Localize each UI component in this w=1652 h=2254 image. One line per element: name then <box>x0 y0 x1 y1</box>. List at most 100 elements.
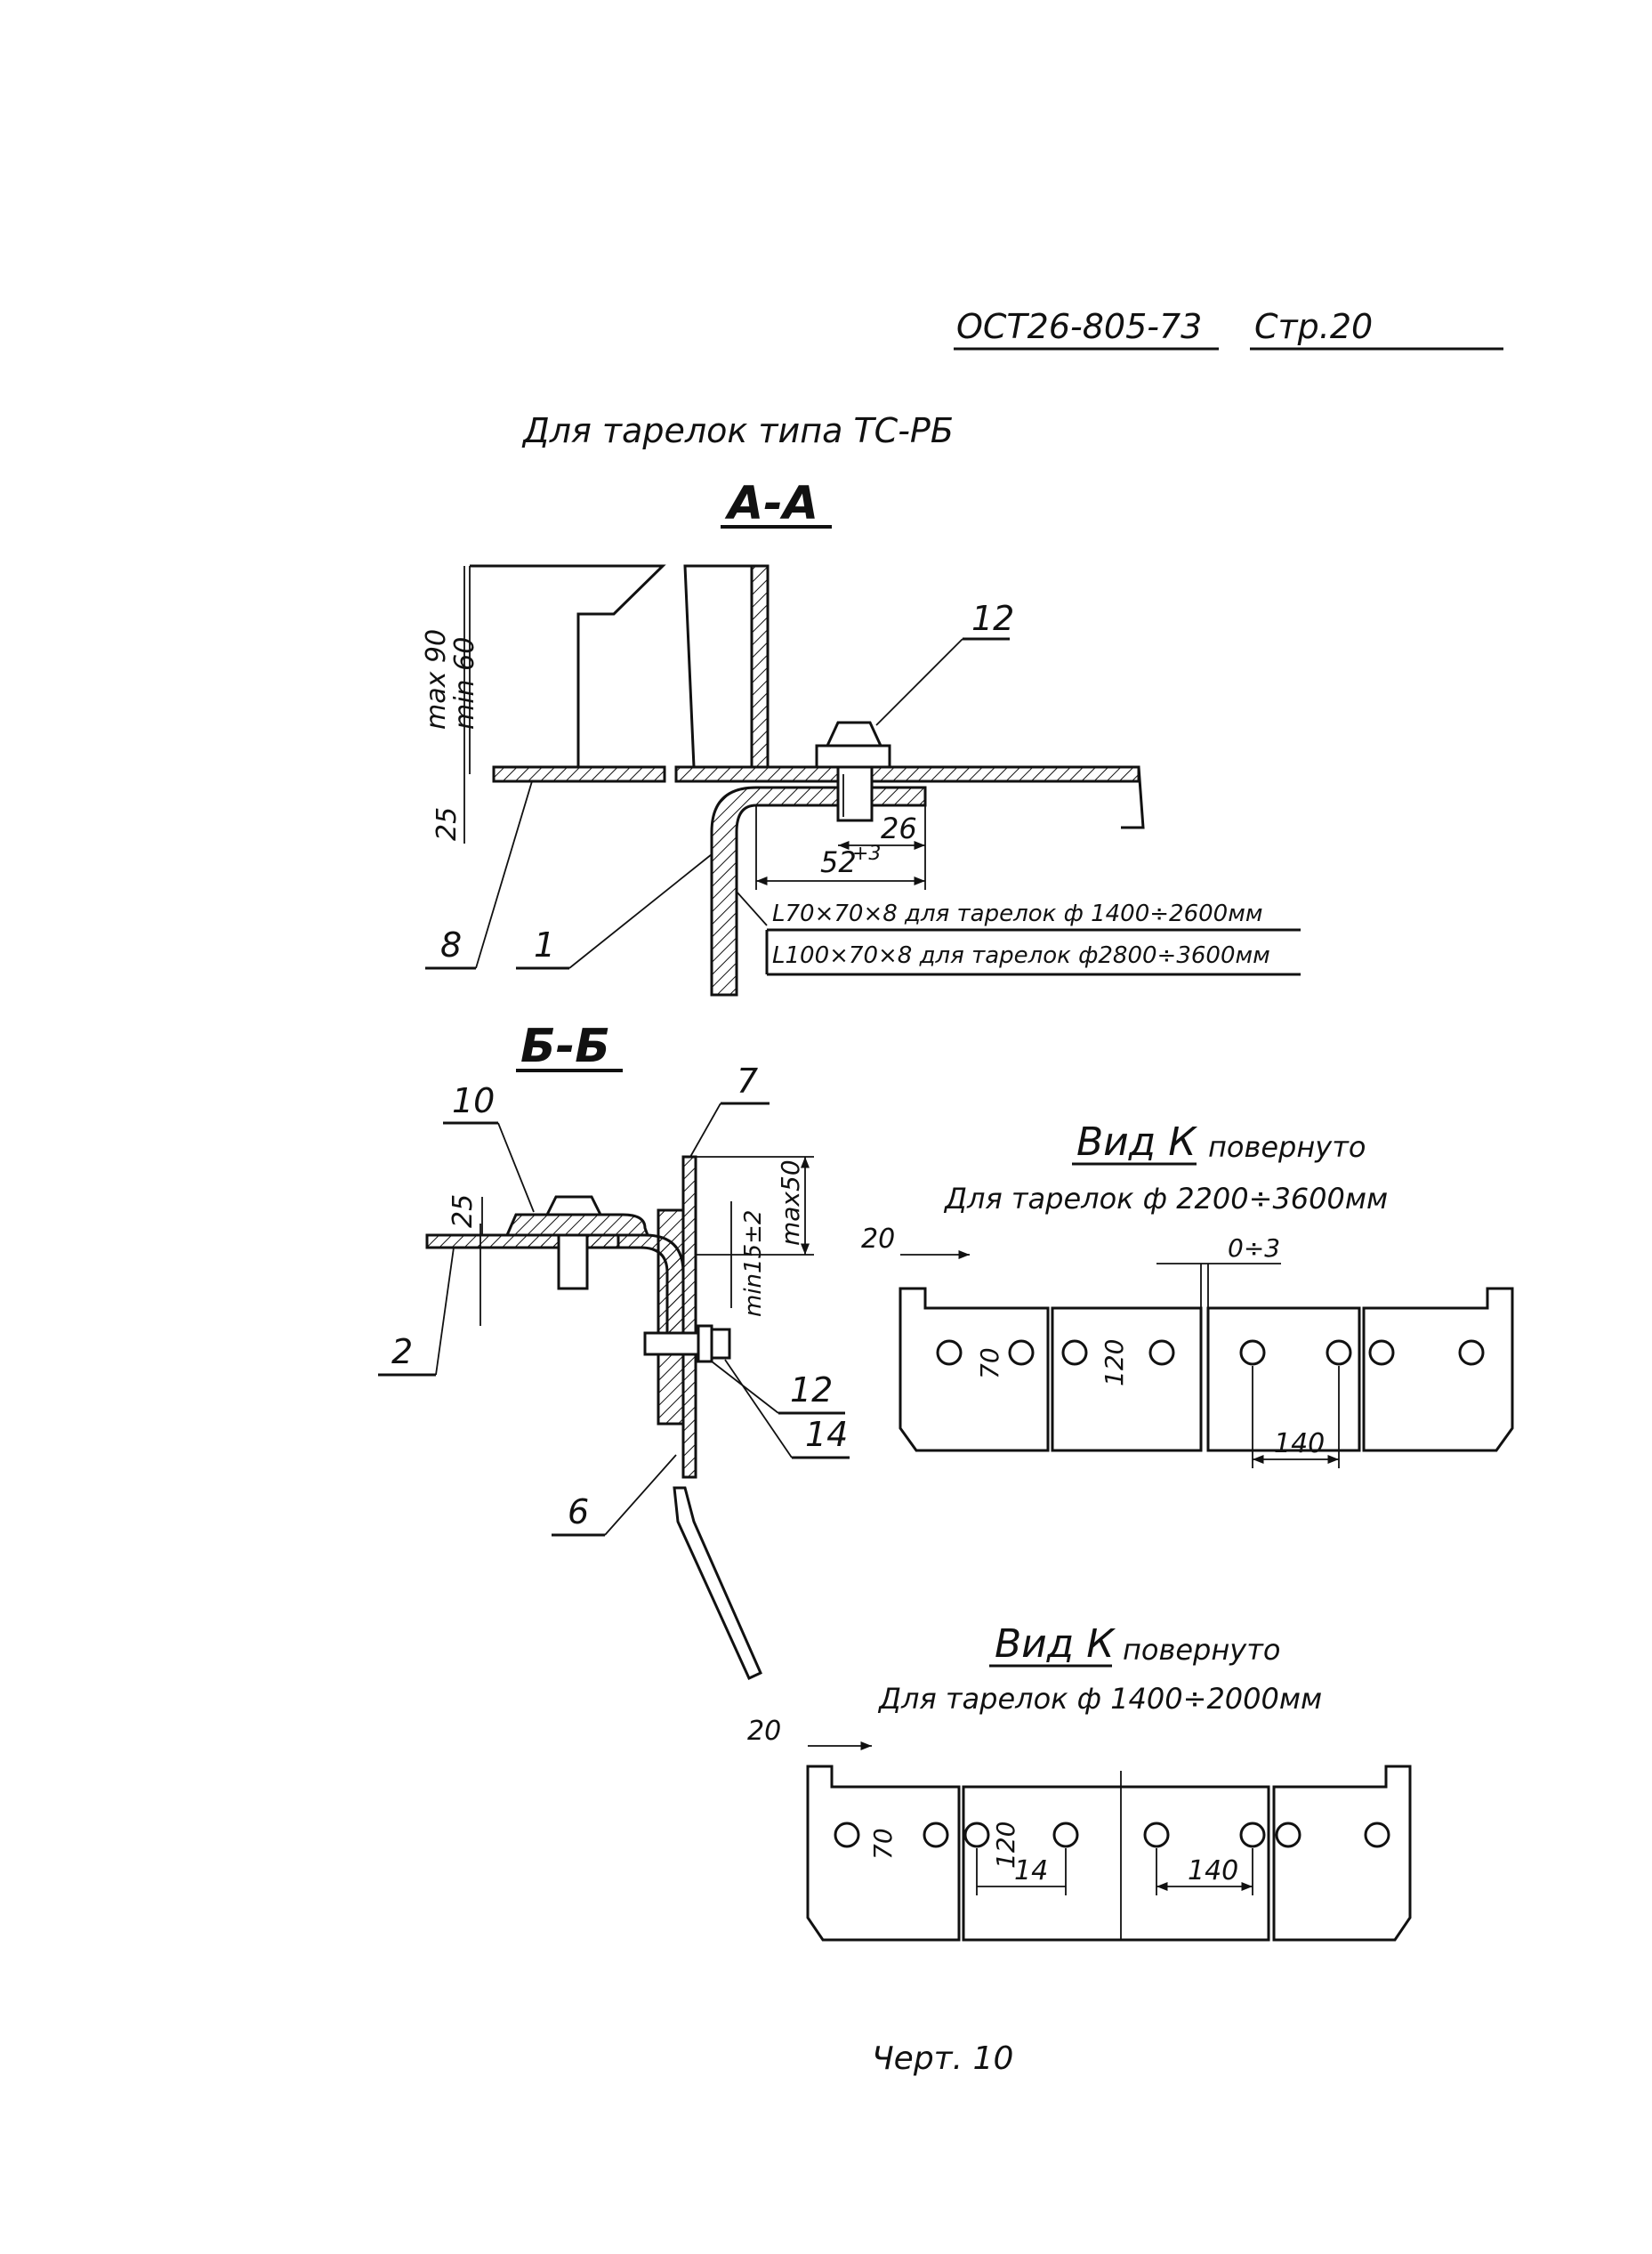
view-k-small-note: Для тарелок ф 1400÷2000мм <box>877 1682 1322 1716</box>
callout-14: 14 <box>805 1415 848 1454</box>
hole-s6 <box>1239 1822 1266 1848</box>
hole-s4 <box>1052 1822 1079 1848</box>
angle-part-1 <box>710 786 927 997</box>
bolt-washer <box>815 744 891 769</box>
callout-2: 2 <box>391 1332 413 1371</box>
view-k-large: Вид К повернуто Для тарелок ф 2200÷3600м… <box>861 1119 1514 1468</box>
dim-26: 26 <box>881 812 917 845</box>
dim-min-60: min 60 <box>449 637 480 730</box>
segment-small-3 <box>1272 1765 1412 1942</box>
plate-part-6 <box>657 1208 685 1426</box>
hole-s7 <box>1275 1822 1301 1848</box>
callout-2-leader <box>435 1247 455 1376</box>
dim-140-small: 140 <box>1188 1855 1238 1886</box>
section-aa-title: А-А <box>724 477 818 530</box>
dim-52-tolerance: +3 <box>852 843 881 865</box>
cap-wall <box>750 564 770 769</box>
view-k-large-note: Для тарелок ф 2200÷3600мм <box>943 1182 1388 1216</box>
dim-25-bb: 25 <box>447 1194 479 1228</box>
dim-52: 52 <box>820 845 857 879</box>
dim-70-small: 70 <box>868 1828 898 1860</box>
dim-25: 25 <box>431 807 463 841</box>
hole-2 <box>1008 1339 1035 1366</box>
callout-6-leader <box>604 1454 677 1536</box>
cap-outline-left <box>470 564 666 767</box>
callout-6: 6 <box>568 1492 589 1531</box>
angle-note-2: L100×70×8 для тарелок ф2800÷3600мм <box>772 942 1270 969</box>
plate-edge <box>1121 766 1145 829</box>
hole-7 <box>1368 1339 1395 1366</box>
hole-s1 <box>834 1822 860 1848</box>
figure-caption: Черт. 10 <box>872 2040 1013 2077</box>
callout-12-bb: 12 <box>790 1370 833 1410</box>
hole-3 <box>1061 1339 1088 1366</box>
segment-small-1 <box>806 1765 961 1942</box>
cap-outline-right <box>683 564 765 768</box>
section-bb-title: Б-Б <box>520 1020 610 1073</box>
segment-small-2 <box>962 1785 1270 1942</box>
dim-120-small: 120 <box>991 1822 1020 1869</box>
angle-note-1: L70×70×8 для тарелок ф 1400÷2600мм <box>772 901 1262 927</box>
title-block: ОСТ26-805-73 Стр.20 <box>954 307 1503 351</box>
bolt-head-bb <box>544 1195 603 1216</box>
hole-4 <box>1148 1339 1175 1366</box>
note-leader <box>736 891 768 926</box>
washer-part-14 <box>710 1328 731 1360</box>
dim-max50: max50 <box>776 1159 805 1246</box>
bolt-head <box>825 721 883 747</box>
callout-1-leader <box>568 853 713 969</box>
dim-20-large: 20 <box>861 1224 895 1255</box>
callout-12-leader <box>875 638 963 726</box>
hole-s8 <box>1364 1822 1390 1848</box>
section-bb: Б-Б 25 max50 min15±2 10 7 <box>378 1020 850 1680</box>
dim-gap: 0÷3 <box>1228 1233 1280 1263</box>
slot-holes-large <box>936 1339 1485 1366</box>
callout-7: 7 <box>737 1062 758 1101</box>
view-k-small-title: Вид К <box>995 1621 1116 1667</box>
hole-1 <box>936 1339 963 1366</box>
nut-part-12 <box>697 1324 713 1363</box>
view-k-large-title: Вид К <box>1076 1119 1197 1165</box>
callout-12-bb-leader <box>711 1361 779 1414</box>
bolt-shank-bb <box>557 1233 589 1290</box>
hole-s2 <box>923 1822 949 1848</box>
dim-140-large: 140 <box>1274 1428 1325 1459</box>
clamp-part-10 <box>504 1213 650 1237</box>
callout-1: 1 <box>534 925 555 965</box>
document-code: ОСТ26-805-73 <box>956 307 1202 346</box>
view-k-small-rotated: повернуто <box>1123 1633 1280 1667</box>
dim-120-large: 120 <box>1100 1339 1129 1386</box>
dim-min15: min15±2 <box>740 1210 767 1317</box>
callout-8: 8 <box>440 925 462 965</box>
segment-1 <box>899 1287 1050 1452</box>
tray-plate-part-8 <box>492 765 666 783</box>
callout-12: 12 <box>971 599 1014 638</box>
callout-14-leader <box>724 1359 793 1458</box>
hole-5 <box>1239 1339 1266 1366</box>
bolt-shank-horizontal <box>643 1331 700 1356</box>
drawing-subtitle: Для тарелок типа ТС-РБ <box>521 411 954 450</box>
hole-6 <box>1326 1339 1352 1366</box>
plate-part-7 <box>681 1155 697 1479</box>
lower-baffle <box>673 1486 762 1680</box>
segment-4 <box>1362 1287 1514 1452</box>
section-aa: А-А max 90 min 60 25 26 52 +3 <box>421 477 1301 997</box>
segment-3 <box>1206 1306 1361 1452</box>
callout-7-leader <box>689 1103 721 1158</box>
slot-holes-small <box>834 1822 1390 1848</box>
dim-70-large: 70 <box>975 1347 1004 1379</box>
callout-10-leader <box>497 1122 535 1213</box>
hole-8 <box>1458 1339 1485 1366</box>
callout-8-leader <box>475 780 533 969</box>
hole-s5 <box>1143 1822 1170 1848</box>
dim-20-small: 20 <box>747 1716 781 1747</box>
dim-max-90: max 90 <box>421 629 452 730</box>
page-number: Стр.20 <box>1254 307 1373 346</box>
callout-10: 10 <box>452 1081 495 1120</box>
hole-s3 <box>963 1822 990 1848</box>
view-k-large-rotated: повернуто <box>1208 1130 1366 1164</box>
tray-plate-right <box>674 765 1140 783</box>
segment-2 <box>1051 1306 1203 1452</box>
angle-bb <box>498 1233 685 1337</box>
